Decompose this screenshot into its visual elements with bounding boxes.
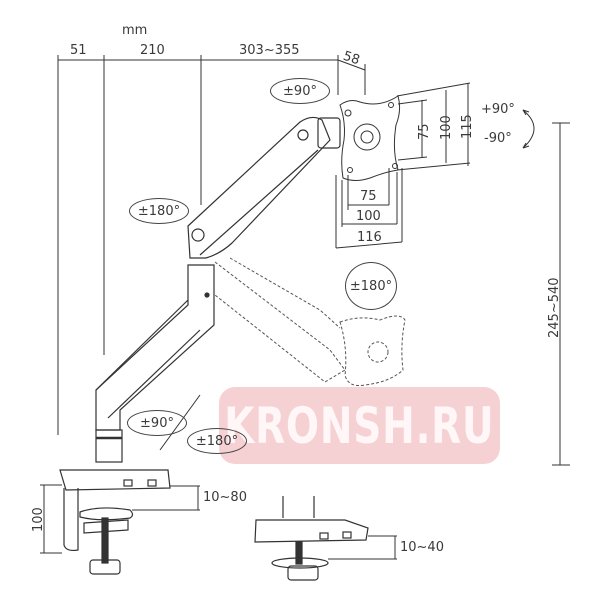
elbow-swivel-badge: ±180° xyxy=(129,198,189,224)
lower-arm xyxy=(95,264,215,463)
clamp-base xyxy=(59,469,171,575)
dashed-alt-arm xyxy=(214,257,406,386)
tilt-up-label: +90° xyxy=(481,102,515,117)
clamp-desk-thickness: 10~80 xyxy=(203,490,247,505)
top-dimension-lines xyxy=(57,55,366,435)
head-swivel-badge: ±90° xyxy=(270,78,330,104)
tilt-down-label: -90° xyxy=(484,131,512,146)
vesa-vertical-dims xyxy=(396,82,471,171)
height-dimension xyxy=(552,122,570,466)
vesa-h-116: 116 xyxy=(357,230,382,245)
vesa-v-100: 100 xyxy=(439,115,454,140)
head-swivel-label: ±90° xyxy=(283,83,317,99)
screen-rotation-badge: ±180° xyxy=(345,262,397,310)
vesa-horizontal-dims xyxy=(335,168,403,249)
screen-rotation-label: ±180° xyxy=(349,278,393,294)
unit-label: mm xyxy=(122,23,148,38)
dim-lower-arm: 210 xyxy=(140,43,165,58)
grommet-base xyxy=(254,496,369,581)
base-swivel-label: ±90° xyxy=(140,415,174,431)
watermark: KRONSH.RU xyxy=(219,387,500,464)
base-swivel-badge: ±90° xyxy=(127,410,187,436)
vesa-h-75: 75 xyxy=(360,189,377,204)
elbow-swivel-label: ±180° xyxy=(137,203,181,219)
grommet-desk-thickness: 10~40 xyxy=(400,540,444,555)
grommet-dims xyxy=(328,535,397,560)
vesa-v-75: 75 xyxy=(417,123,432,140)
dim-base-offset: 51 xyxy=(70,43,87,58)
vesa-v-115: 115 xyxy=(460,114,475,139)
dim-upper-arm: 303~355 xyxy=(239,43,300,58)
base-rotation-badge: ±180° xyxy=(187,428,247,454)
watermark-text: KRONSH.RU xyxy=(224,396,495,455)
clamp-dims xyxy=(40,484,200,554)
base-rotation-label: ±180° xyxy=(195,433,239,449)
clamp-height-label: 100 xyxy=(31,507,46,532)
height-range-label: 245~540 xyxy=(547,277,562,338)
vesa-h-100: 100 xyxy=(356,209,381,224)
upper-arm xyxy=(187,116,341,259)
vesa-plate xyxy=(339,95,401,181)
